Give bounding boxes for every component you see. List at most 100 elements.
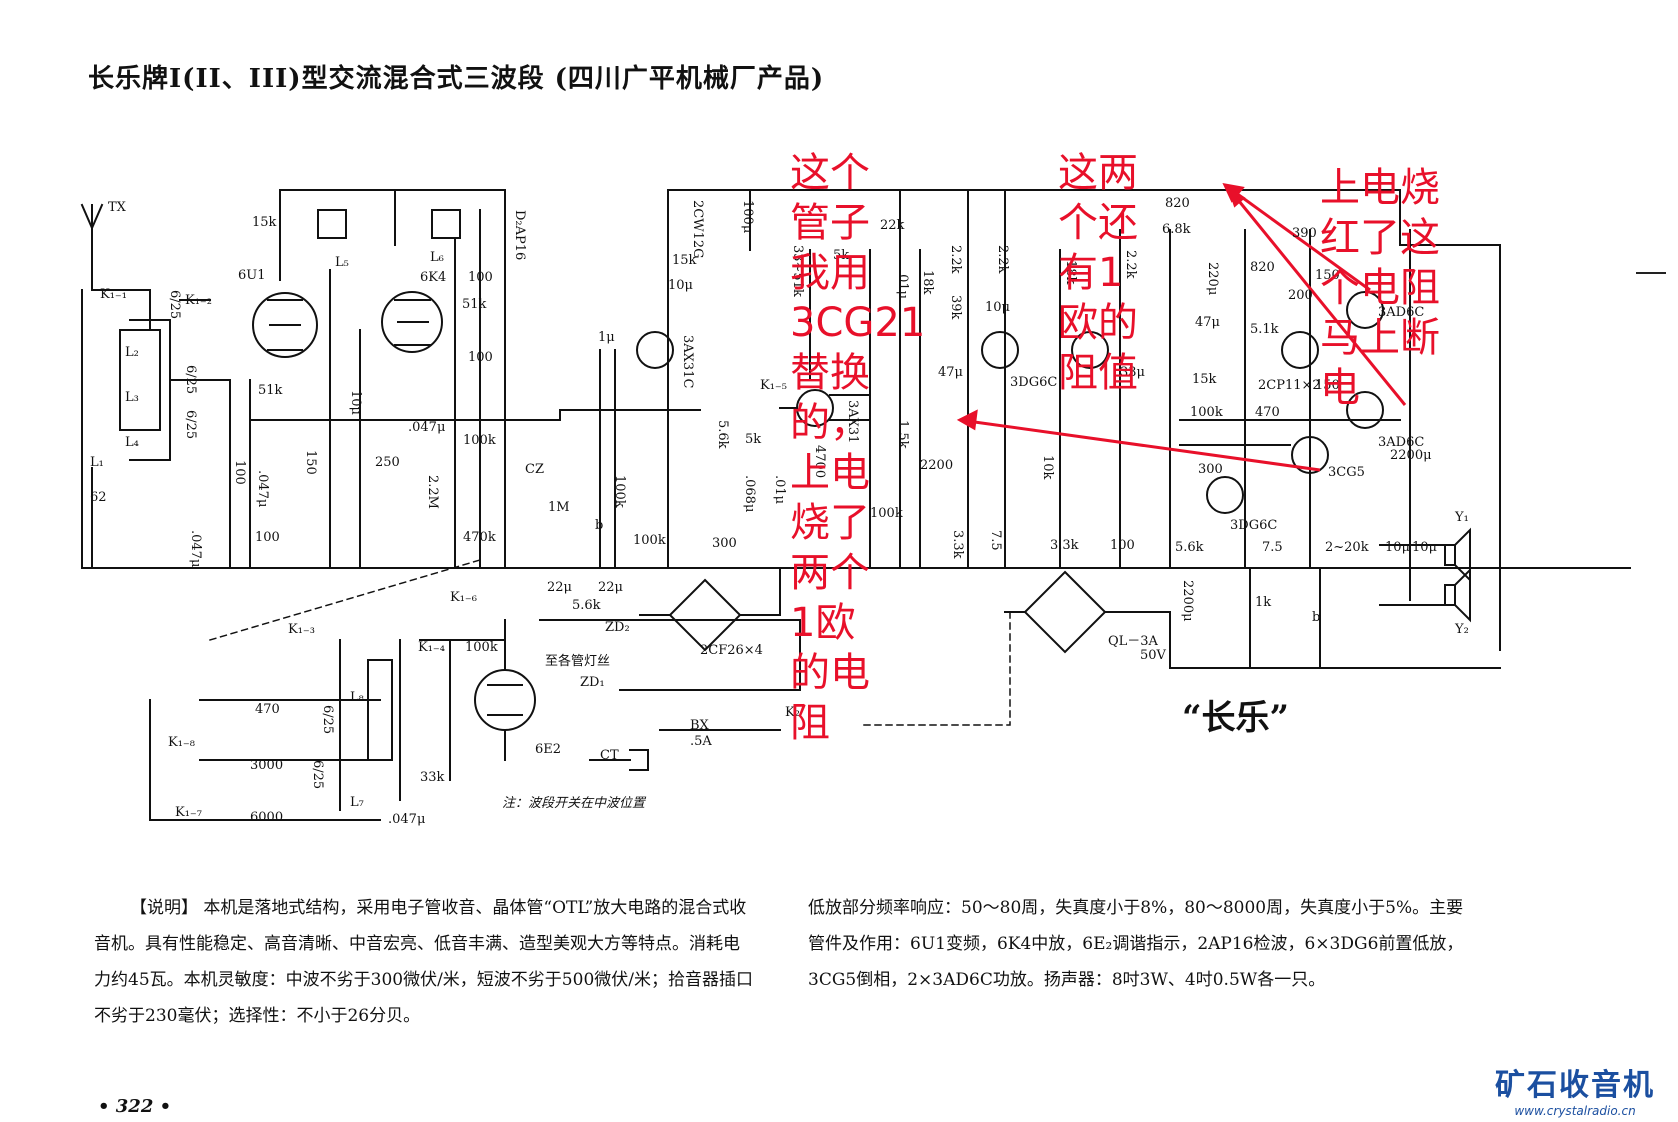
label-b2: b <box>1312 610 1321 625</box>
label-r470k: 470k <box>463 530 496 545</box>
transistor-3ad6c-c <box>1281 331 1319 369</box>
label-k1-2: K₁₋₂ <box>185 293 212 308</box>
tube-6k4 <box>381 291 443 353</box>
label-r820: 820 <box>1165 196 1190 211</box>
label-ct: CT <box>600 748 619 763</box>
transistor-3dg6c-a <box>981 331 1019 369</box>
speaker-y1 <box>1444 527 1471 583</box>
label-r250: 250 <box>375 455 400 470</box>
label-c6000: 6000 <box>250 810 284 825</box>
label-c47u-b: 47μ <box>1195 315 1220 330</box>
label-r22k-a: 2.2k <box>948 245 963 274</box>
label-k1-3: K₁₋₃ <box>288 622 315 637</box>
label-c047a: .047μ <box>255 470 270 508</box>
annotation-arrow-3 <box>1228 189 1407 406</box>
label-r10k: 10k <box>1040 455 1055 480</box>
label-r75-b: 7.5 <box>1262 540 1283 555</box>
label-c10u-c: 10μ <box>985 300 1010 315</box>
label-indicator: 至各管灯丝 <box>545 654 611 669</box>
transistor-3ad6c-b <box>1346 391 1384 429</box>
label-y2: Y₂ <box>1455 622 1469 637</box>
label-c33u: 33μ <box>1120 365 1145 380</box>
label-c10u-b: 10μ <box>668 278 693 293</box>
label-r33k-b: 3.3k <box>1050 538 1079 553</box>
coil-l5 <box>317 209 347 239</box>
label-r200: 200 <box>1288 288 1313 303</box>
tube-6e2 <box>474 669 536 731</box>
label-r300-b: 300 <box>1198 462 1223 477</box>
label-l6: L₆ <box>430 250 444 265</box>
label-r300: 300 <box>712 536 737 551</box>
label-bx: BX <box>690 718 709 733</box>
watermark-name: 矿石收音机 <box>1495 1068 1655 1103</box>
label-r2-20k: 2~20k <box>1325 540 1369 555</box>
label-r390: 390 <box>1292 226 1317 241</box>
label-r22k-b: 22k <box>880 218 905 233</box>
label-l5: L₅ <box>335 255 349 270</box>
label-c22u-b: 22μ <box>598 580 623 595</box>
label-r51k-b: 51k <box>462 297 487 312</box>
label-c100c: 100 <box>468 350 493 365</box>
label-r100k-e: 100k <box>1190 405 1223 420</box>
label-y1: Y₁ <box>1455 510 1469 525</box>
label-r39k: 39k <box>948 295 963 320</box>
label-c01a: .01μ <box>895 270 910 300</box>
annotation-arrow-2 <box>1224 183 1371 292</box>
label-c62: 62 <box>90 490 107 505</box>
label-c100a: 100 <box>232 460 247 485</box>
label-zd2: ZD₂ <box>605 620 630 635</box>
label-r150: 150 <box>303 450 318 475</box>
tube-6u1 <box>252 292 318 358</box>
label-c2200u: 2200μ <box>1390 448 1432 463</box>
description-left: 【说明】 本机是落地式结构，采用电子管收音、晶体管“OTL”放大电路的混合式收音… <box>94 898 753 1026</box>
label-r51k-c: 5.1k <box>1250 322 1279 337</box>
label-r22k-d: 2.2k <box>1123 250 1138 279</box>
coil-l7 <box>367 659 393 761</box>
label-c625e: 6/25 <box>310 760 325 790</box>
label-c047c: .047μ <box>408 420 446 435</box>
label-l7: L₇ <box>350 795 364 810</box>
label-r4700: 4700 <box>812 445 827 479</box>
annotation-burned-resistor-note: 上电烧红了这个电阻马上断电 <box>1320 165 1440 411</box>
page-number: • 322 • <box>98 1096 172 1117</box>
label-c1u: 1μ <box>598 330 615 345</box>
label-zd1: ZD₁ <box>580 675 605 690</box>
power-plug-ct <box>589 749 649 771</box>
label-r470: 470 <box>1255 405 1280 420</box>
label-r1k: 1k <box>1255 595 1272 610</box>
label-r100k-c: 100k <box>612 475 627 508</box>
label-c2200u-b: 2200μ <box>1180 580 1195 622</box>
label-c625d: 6/25 <box>320 705 335 735</box>
label-q-3dg6c-b: 3DG6C <box>1230 518 1278 533</box>
label-c220u: 220μ <box>1205 262 1220 296</box>
label-r5k-b: 5k <box>745 432 762 447</box>
label-r150-c: 150 <box>1315 378 1340 393</box>
label-r15k-c: 1.5k <box>895 420 910 449</box>
label-c047d: .047μ <box>388 812 426 827</box>
label-k2: K₂ <box>785 705 800 720</box>
label-d-2cw12g: 2CW12G <box>690 200 705 259</box>
switch-position-note: 注：波段开关在中波位置 <box>502 796 646 811</box>
label-r56k: 5.6k <box>715 420 730 449</box>
label-d-2cp11: 2CP11×2 <box>1258 378 1321 393</box>
label-c625a: 6/25 <box>167 290 182 320</box>
label-cz: CZ <box>525 462 544 477</box>
label-c625c: 6/25 <box>183 410 198 440</box>
annotation-resistance-note: 这两个还有1欧的阻值 <box>1058 150 1138 396</box>
label-c470: 470 <box>255 702 280 717</box>
label-r100a: 100 <box>255 530 280 545</box>
label-c47u: 47μ <box>938 365 963 380</box>
label-r1m: 1M <box>548 500 570 515</box>
label-q-3dg6c-a: 3DG6C <box>1010 375 1058 390</box>
label-l8: L₈ <box>350 690 364 705</box>
label-r100k-d: 100k <box>633 533 666 548</box>
label-r100k-b: 100k <box>870 506 903 521</box>
label-l1: L₁ <box>90 455 104 470</box>
label-50v: 50V <box>1140 648 1166 663</box>
label-q-3ad6c-b: 3AD6C <box>1378 435 1425 450</box>
label-d2ap16: D₂AP16 <box>512 210 527 261</box>
label-k1-7: K₁₋₇ <box>175 805 202 820</box>
label-r33k-c: 33k <box>420 770 445 785</box>
label-r820-b: 820 <box>1250 260 1275 275</box>
